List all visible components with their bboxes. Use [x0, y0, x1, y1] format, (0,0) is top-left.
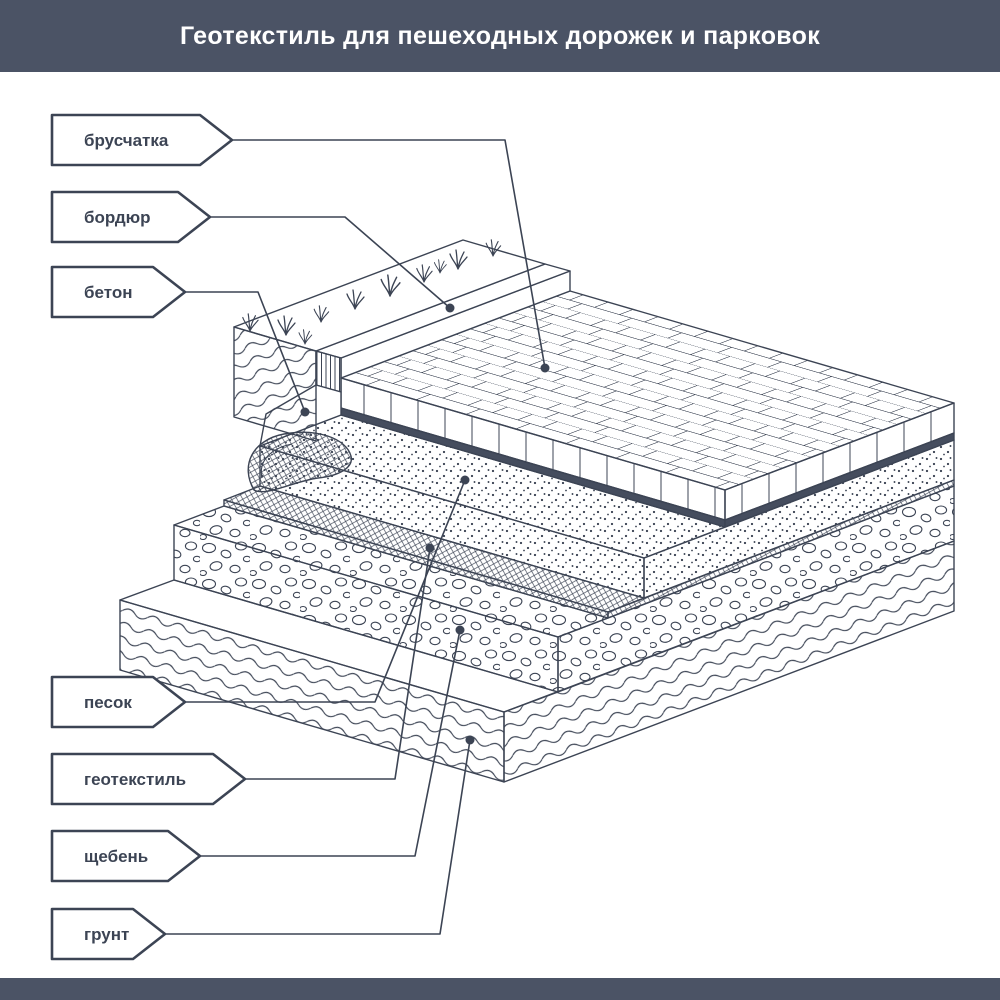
pointer-dot-soil	[465, 735, 475, 745]
crushed-stone-layer	[173, 485, 955, 693]
callout-box	[50, 265, 187, 319]
callout-label: песок	[84, 693, 132, 712]
callout-label: бордюр	[84, 208, 151, 227]
callout-geotextile: геотекстиль	[50, 752, 247, 806]
pointer-dot-curb	[445, 303, 455, 313]
callout-crushed-stone: щебень	[50, 829, 202, 883]
pointer-soil	[165, 739, 471, 935]
paving-end-face	[724, 402, 955, 521]
pointer-dot-sand	[460, 475, 470, 485]
pointer-curb	[210, 216, 451, 309]
pointer-geotextile	[245, 547, 431, 780]
footer-bar	[0, 978, 1000, 1000]
callout-box	[50, 829, 202, 883]
callout-label: щебень	[84, 847, 148, 866]
pointer-dot-crushed-stone	[455, 625, 465, 635]
sand-layer	[259, 414, 955, 599]
callout-paving-stone: брусчатка	[50, 113, 234, 167]
geotextile-fold	[247, 431, 352, 493]
callout-sand: песок	[50, 675, 187, 729]
pointer-dot-geotextile	[425, 543, 435, 553]
callout-soil: грунт	[50, 907, 167, 961]
callout-box	[50, 752, 247, 806]
pointer-sand	[185, 479, 466, 703]
pointer-paving-stone	[232, 139, 546, 369]
callout-label: бетон	[84, 283, 133, 302]
callout-box	[50, 907, 167, 961]
pointer-dot-paving-stone	[540, 363, 550, 373]
pointer-concrete	[185, 291, 306, 413]
callout-label: грунт	[84, 925, 129, 944]
grass-verge	[233, 239, 546, 442]
page-title: Геотекстиль для пешеходных дорожек и пар…	[179, 21, 821, 50]
callout-box	[50, 113, 234, 167]
callout-curb: бордюр	[50, 190, 212, 244]
header-bar: Геотекстиль для пешеходных дорожек и пар…	[0, 0, 1000, 72]
callout-label: брусчатка	[84, 131, 169, 150]
callout-concrete: бетон	[50, 265, 187, 319]
pointer-crushed-stone	[200, 629, 461, 857]
callout-box	[50, 190, 212, 244]
callout-pointers	[165, 139, 550, 935]
pointer-dot-concrete	[300, 407, 310, 417]
curb-block	[315, 263, 571, 393]
callout-box	[50, 675, 187, 729]
callout-label: геотекстиль	[84, 770, 186, 789]
